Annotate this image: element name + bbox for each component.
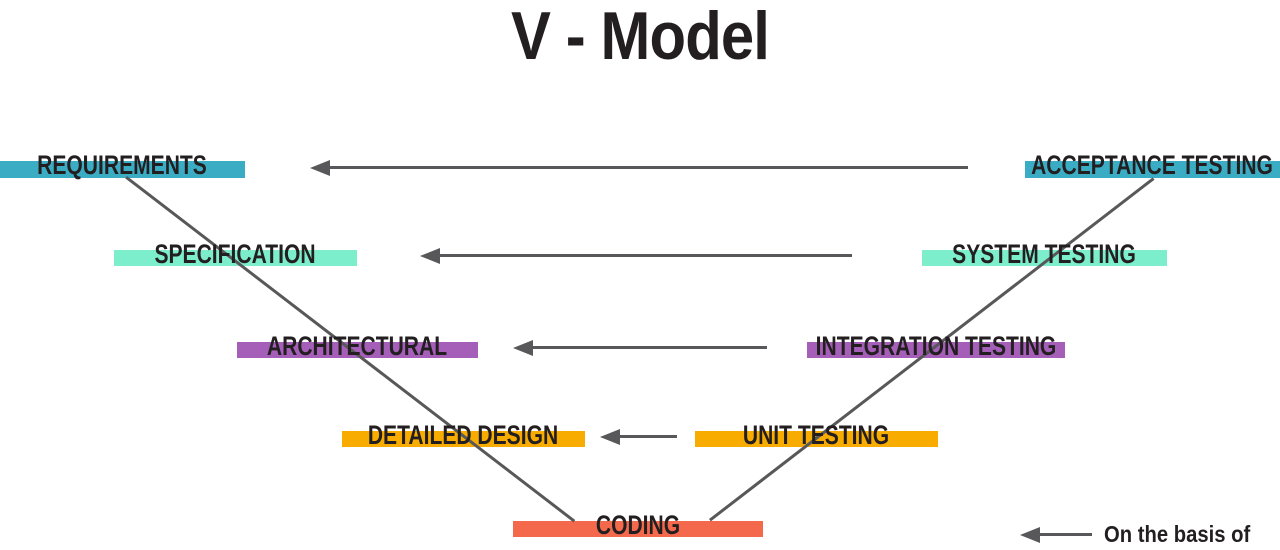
system-testing-bar (922, 250, 1167, 266)
architectural-bar (237, 342, 478, 358)
integration-testing-bar (807, 342, 1065, 358)
unit-to-detailed-design-arrow (600, 429, 677, 445)
left-arrowhead-icon (600, 429, 620, 445)
arrow-shaft (436, 254, 852, 257)
left-arrowhead-icon (310, 160, 330, 176)
detailed-design-bar (342, 431, 585, 447)
arrow-shaft (326, 166, 968, 169)
acceptance-testing-bar (1025, 161, 1280, 178)
legend-arrow (1020, 527, 1092, 543)
stage-label-system-testing: SYSTEM TESTING (952, 239, 1136, 269)
left-arrowhead-icon (420, 248, 440, 264)
specification-bar (114, 250, 357, 266)
stage-label-requirements: REQUIREMENTS (37, 150, 207, 180)
stage-label-acceptance-testing: ACCEPTANCE TESTING (1031, 150, 1273, 180)
arrow-shaft (529, 346, 767, 349)
stage-label-specification: SPECIFICATION (154, 239, 316, 269)
integration-to-architectural-arrow (513, 340, 767, 356)
stage-label-coding: CODING (595, 510, 681, 540)
left-arrowhead-icon (1020, 527, 1040, 543)
legend-label: On the basis of (1104, 521, 1251, 547)
acceptance-to-requirements-arrow (310, 160, 968, 176)
stage-label-architectural: ARCHITECTURAL (266, 331, 448, 361)
requirements-bar (0, 161, 245, 178)
stage-label-detailed-design: DETAILED DESIGN (367, 420, 559, 450)
stage-label-unit-testing: UNIT TESTING (742, 420, 890, 450)
coding-bar (513, 521, 763, 537)
arrow-shaft (616, 435, 677, 438)
stage-label-integration-testing: INTEGRATION TESTING (815, 331, 1057, 361)
arrow-shaft (1036, 533, 1092, 536)
page-title: V - Model (510, 0, 770, 74)
system-to-specification-arrow (420, 248, 852, 264)
left-arrowhead-icon (513, 340, 533, 356)
